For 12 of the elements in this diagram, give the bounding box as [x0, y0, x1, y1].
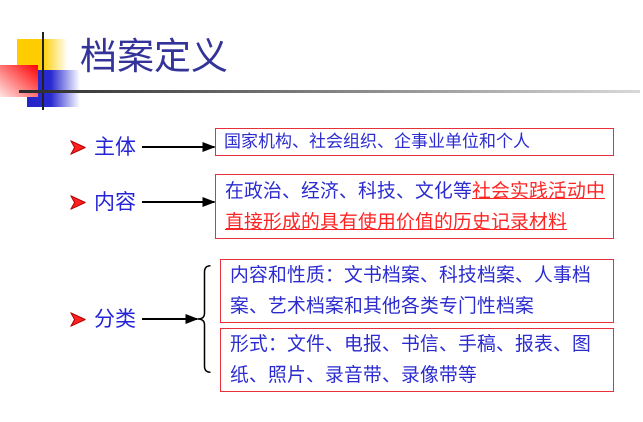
topic-label: 主体	[94, 134, 136, 160]
topic-label: 分类	[94, 306, 136, 332]
topic-label: 内容	[94, 189, 136, 215]
category-box: 形式：文件、电报、书信、手稿、报表、图纸、照片、录音带、录像带等	[220, 328, 614, 392]
arrow	[142, 197, 216, 207]
definition-box: 国家机构、社会组织、企事业单位和个人	[215, 128, 614, 156]
definition-box: 在政治、经济、科技、文化等社会实践活动中直接形成的具有使用价值的历史记录材料	[215, 174, 614, 239]
arrow	[142, 142, 216, 152]
curly-brace	[198, 265, 211, 373]
slide-title: 档案定义	[80, 34, 228, 80]
category-box: 内容和性质：文书档案、科技档案、人事档案、艺术档案和其他各类专门性档案	[220, 259, 614, 323]
arrow	[142, 314, 198, 324]
